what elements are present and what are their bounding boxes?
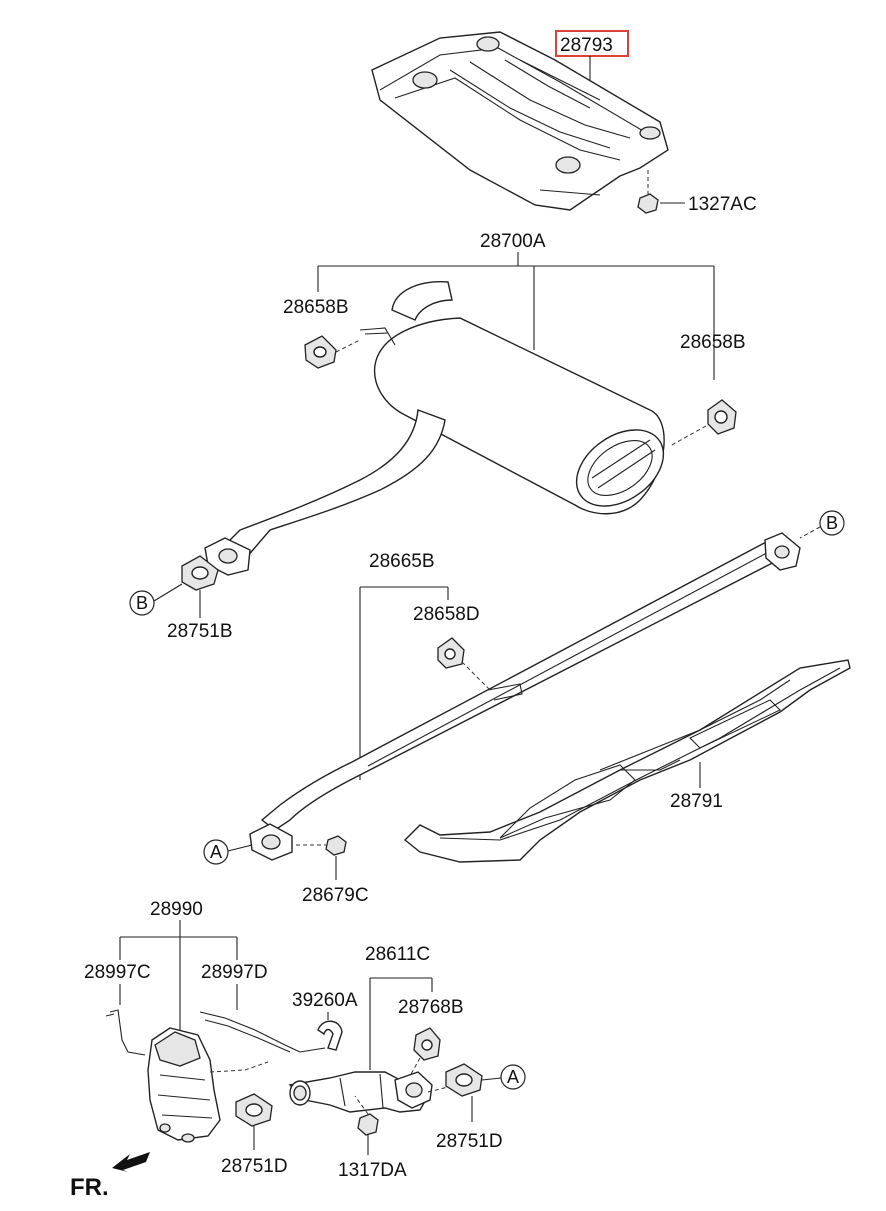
front-arrow-icon (112, 1152, 150, 1172)
center-pipe-leaders (359, 586, 449, 780)
nut-top[interactable] (637, 170, 685, 214)
label-28679c: 28679C (302, 885, 369, 906)
hanger-center[interactable] (437, 637, 491, 691)
connector-a-left: A (203, 839, 253, 865)
gasket-28751b[interactable] (181, 555, 219, 618)
label-28658d: 28658D (413, 604, 480, 625)
label-28997c: 28997C (84, 962, 151, 983)
label-1327ac: 1327AC (688, 194, 757, 215)
svg-text:A: A (210, 842, 222, 862)
heat-shield-top[interactable] (371, 31, 669, 211)
label-28990: 28990 (150, 899, 203, 920)
oxygen-sensor-right[interactable] (199, 1011, 301, 1053)
label-28791: 28791 (670, 791, 723, 812)
hanger-right[interactable] (669, 399, 737, 447)
label-39260a: 39260A (292, 990, 358, 1011)
front-indicator: FR. (70, 1174, 109, 1201)
muffler-assembly[interactable] (204, 281, 678, 576)
label-28658b-right: 28658B (680, 332, 746, 353)
svg-text:A: A (507, 1067, 519, 1087)
label-28768b: 28768B (398, 997, 464, 1018)
oxygen-sensor-left[interactable] (105, 1009, 146, 1056)
gasket-28751d-right[interactable] (445, 1063, 483, 1122)
label-28665b: 28665B (369, 551, 435, 572)
label-28793: 28793 (560, 35, 613, 56)
front-pipe-leaders (369, 977, 433, 1070)
hanger-left[interactable] (304, 335, 361, 369)
label-28793-box: 28793 (555, 30, 629, 80)
svg-text:B: B (136, 593, 148, 613)
label-28700a: 28700A (480, 231, 546, 252)
muffler-leader-lines (317, 252, 715, 380)
catalytic-converter[interactable] (147, 1027, 269, 1143)
label-28611c: 28611C (365, 944, 430, 965)
connector-b-top: B (799, 510, 845, 539)
nut-center[interactable] (296, 835, 347, 880)
center-pipe[interactable] (249, 532, 801, 861)
hose-39260a[interactable] (299, 1020, 343, 1053)
connector-b-left: B (129, 583, 183, 616)
label-28751d-right: 28751D (436, 1131, 503, 1152)
label-28751b: 28751B (167, 621, 233, 642)
nut-front[interactable] (354, 1095, 379, 1155)
gasket-28751d-left[interactable] (235, 1093, 273, 1150)
connector-a-right: A (481, 1064, 526, 1090)
heat-shield-center[interactable] (403, 659, 851, 863)
label-1317da: 1317DA (338, 1160, 407, 1181)
label-28997d: 28997D (201, 962, 268, 983)
front-pipe[interactable] (288, 1071, 453, 1113)
label-28751d-left: 28751D (221, 1156, 288, 1177)
svg-text:B: B (826, 513, 838, 533)
catalytic-leaders (119, 920, 238, 1030)
label-28658b-left: 28658B (283, 297, 349, 318)
hanger-front[interactable] (409, 1027, 441, 1077)
